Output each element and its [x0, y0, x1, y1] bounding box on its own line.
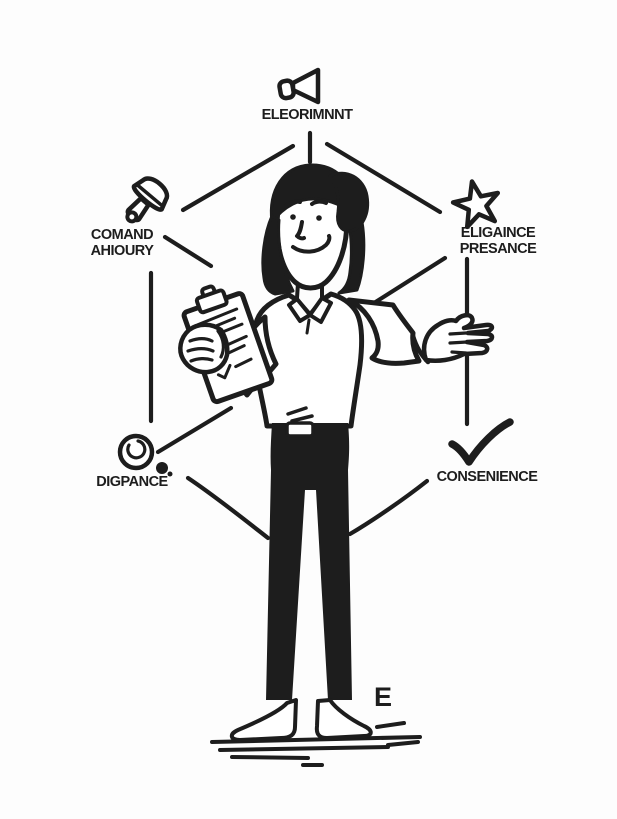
node-bottom-right-line: CONSENIENCE — [436, 469, 538, 485]
magnifier-icon — [117, 433, 173, 477]
stray-letter-e: E — [374, 682, 393, 712]
node-bottom-right-label: CONSENIENCE — [437, 469, 538, 485]
person-figure — [178, 163, 495, 742]
node-left-line-1: COMAND — [90, 227, 154, 243]
node-top-label: ELEORIMNNT — [262, 107, 353, 123]
handbell-icon — [125, 176, 170, 224]
megaphone-icon — [277, 67, 321, 105]
node-bottom-left-line: DIGPANCE — [96, 474, 168, 490]
node-bottom-left-label: DIGPANCE — [96, 474, 168, 490]
node-right-label: ELIGAINCE PRESANCE — [460, 225, 537, 257]
node-left-line-2: AHIOURY — [90, 243, 154, 259]
node-right-line-1: ELIGAINCE — [460, 225, 536, 241]
node-top-line: ELEORIMNNT — [261, 107, 353, 123]
node-left-label: COMAND AHIOURY — [91, 227, 154, 259]
node-right-line-2: PRESANCE — [459, 241, 537, 257]
checkmark-icon — [448, 418, 514, 466]
star-icon — [450, 179, 501, 230]
